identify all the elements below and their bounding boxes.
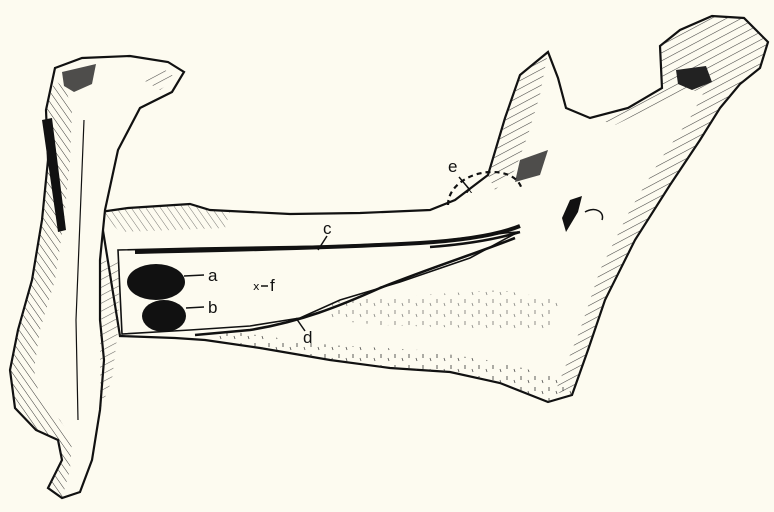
label-e: e bbox=[448, 157, 457, 176]
mandible-body bbox=[100, 16, 768, 402]
label-f: f bbox=[270, 276, 275, 295]
leader-b bbox=[186, 307, 204, 308]
structure-a bbox=[127, 264, 185, 300]
label-a: a bbox=[208, 266, 218, 285]
marker-e-cross: x bbox=[466, 183, 473, 196]
structure-b bbox=[142, 300, 186, 332]
label-c: c bbox=[323, 219, 332, 238]
label-d: d bbox=[303, 328, 312, 347]
leader-a bbox=[184, 275, 204, 276]
label-b: b bbox=[208, 298, 217, 317]
marker-f-cross: x bbox=[253, 280, 260, 293]
